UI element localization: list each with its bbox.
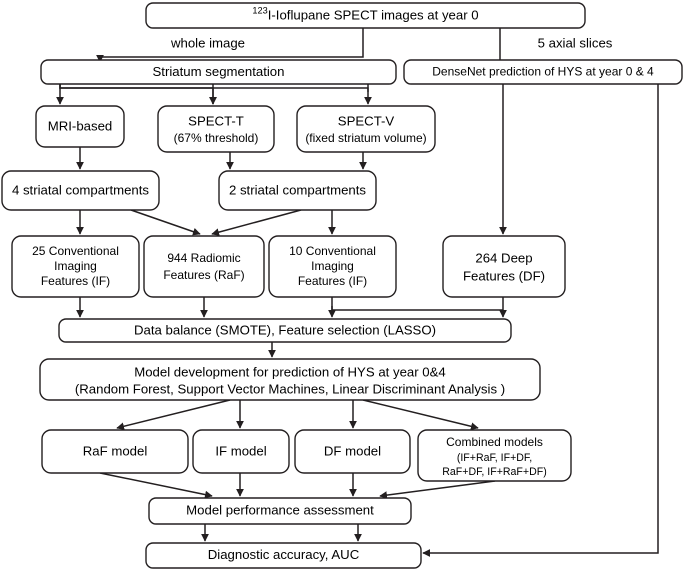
- edge-label-whole-image: whole image: [170, 35, 245, 50]
- node-input-images[interactable]: 123I-Ioflupane SPECT images at year 0: [145, 2, 586, 29]
- if25-line1: 25 Conventional: [32, 244, 119, 258]
- connector-performance-to-diagnostic: [201, 524, 362, 542]
- if10-line3: Features (IF): [298, 274, 367, 288]
- svg-text:123I-Ioflupane SPECT images at: 123I-Ioflupane SPECT images at year 0: [252, 6, 478, 23]
- edge-label-axial-slices: 5 axial slices: [538, 35, 613, 50]
- model-development-line1: Model development for prediction of HYS …: [134, 364, 446, 379]
- node-if-10-features[interactable]: 10 Conventional Imaging Features (IF): [268, 235, 397, 298]
- node-raf-features[interactable]: 944 Radiomic Features (RaF): [143, 235, 265, 298]
- four-compartments-label: 4 striatal compartments: [12, 182, 149, 197]
- spect-v-subtitle: (fixed striatum volume): [305, 131, 426, 145]
- connector-spect-to-2-compartments: [226, 152, 367, 170]
- raf-line1: 944 Radiomic: [167, 251, 240, 265]
- model-development-line2: (Random Forest, Support Vector Machines,…: [75, 381, 505, 396]
- input-label: I-Ioflupane SPECT images at year 0: [268, 8, 479, 23]
- node-spect-v[interactable]: SPECT-V (fixed striatum volume): [296, 105, 436, 153]
- data-balance-label: Data balance (SMOTE), Feature selection …: [134, 322, 436, 337]
- spect-v-title: SPECT-V: [338, 113, 395, 128]
- df-line1: 264 Deep: [475, 250, 532, 265]
- if-model-label: IF model: [215, 443, 266, 458]
- node-data-balance[interactable]: Data balance (SMOTE), Feature selection …: [58, 318, 512, 343]
- if25-line2: Imaging: [54, 259, 97, 273]
- connector-densenet-to-diagnostic: [422, 84, 659, 557]
- node-model-development[interactable]: Model development for prediction of HYS …: [39, 358, 541, 401]
- node-model-performance-assessment[interactable]: Model performance assessment: [148, 497, 412, 525]
- df-model-label: DF model: [324, 443, 381, 458]
- diagnostic-label: Diagnostic accuracy, AUC: [208, 547, 360, 562]
- striatum-segmentation-label: Striatum segmentation: [153, 64, 285, 79]
- mri-based-label: MRI-based: [48, 118, 113, 133]
- node-raf-model[interactable]: RaF model: [41, 429, 189, 474]
- node-df-model[interactable]: DF model: [294, 429, 411, 474]
- node-4-striatal-compartments[interactable]: 4 striatal compartments: [1, 170, 160, 211]
- combined-models-line1: Combined models: [446, 435, 543, 449]
- df-line2: Features (DF): [463, 268, 545, 283]
- input-superscript: 123: [252, 6, 267, 16]
- spect-t-title: SPECT-T: [188, 113, 244, 128]
- connector-segmentation-to-methods: [56, 84, 372, 105]
- raf-line2: Features (RaF): [163, 268, 244, 282]
- connector-model-development-to-models: [116, 399, 479, 431]
- if10-line1: 10 Conventional: [289, 244, 376, 258]
- node-diagnostic-accuracy[interactable]: Diagnostic accuracy, AUC: [145, 542, 422, 569]
- two-compartments-label: 2 striatal compartments: [229, 182, 366, 197]
- combined-models-line2: (IF+RaF, IF+DF,: [457, 452, 532, 464]
- connector-2-compartments-to-features: [211, 209, 336, 236]
- performance-label: Model performance assessment: [186, 502, 374, 517]
- if25-line3: Features (IF): [41, 274, 110, 288]
- connector-features-to-data-balance: [76, 297, 507, 318]
- raf-model-label: RaF model: [83, 443, 148, 458]
- node-2-striatal-compartments[interactable]: 2 striatal compartments: [218, 170, 377, 211]
- spect-t-subtitle: (67% threshold): [174, 131, 259, 145]
- node-combined-models[interactable]: Combined models (IF+RaF, IF+DF, RaF+DF, …: [417, 429, 572, 482]
- node-if-model[interactable]: IF model: [192, 429, 290, 474]
- node-df-features[interactable]: 264 Deep Features (DF): [442, 235, 566, 298]
- node-mri-based[interactable]: MRI-based: [35, 105, 125, 148]
- node-striatum-segmentation[interactable]: Striatum segmentation: [40, 59, 397, 85]
- if10-line2: Imaging: [311, 259, 354, 273]
- node-densenet-prediction[interactable]: DenseNet prediction of HYS at year 0 & 4: [403, 59, 683, 85]
- densenet-prediction-label: DenseNet prediction of HYS at year 0 & 4: [432, 65, 654, 79]
- combined-models-line3: RaF+DF, IF+RaF+DF): [442, 466, 546, 478]
- node-if-25-features[interactable]: 25 Conventional Imaging Features (IF): [11, 235, 140, 298]
- node-spect-t[interactable]: SPECT-T (67% threshold): [157, 105, 275, 153]
- connector-models-to-performance: [99, 472, 496, 499]
- connector-4-compartments-to-features: [76, 209, 201, 236]
